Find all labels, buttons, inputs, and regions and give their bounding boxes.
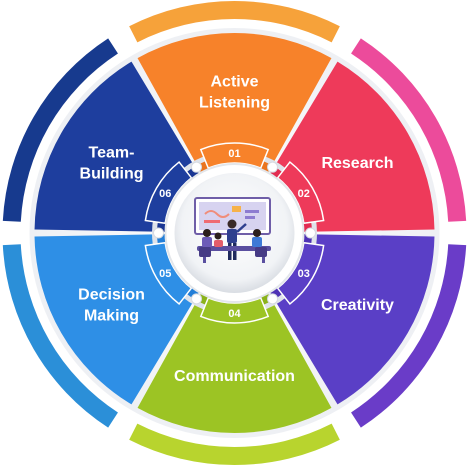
segment-label-line: Making <box>84 308 139 325</box>
segment-number-01: 01 <box>228 148 240 160</box>
center-hub <box>164 163 305 303</box>
segment-01 <box>137 33 332 176</box>
segment-label-06: Team- Building <box>80 145 144 183</box>
segment-04 <box>137 290 332 433</box>
segment-label-02: Research <box>321 155 393 172</box>
meeting-illustration-icon <box>194 197 271 263</box>
outer-ring-arc-03 <box>351 244 467 428</box>
outer-ring-arc-05 <box>2 244 118 428</box>
segment-number-05: 05 <box>159 268 171 280</box>
segment-label-line: Active <box>210 74 258 91</box>
outer-ring-arc-06 <box>2 38 118 222</box>
ring-notch-dot <box>191 293 202 305</box>
outer-ring-arc-01 <box>129 0 340 43</box>
ring-notch-dot <box>153 227 164 239</box>
segment-label-line: Communication <box>174 368 295 385</box>
segment-label-04: Communication <box>174 368 295 385</box>
segment-label-line: Building <box>80 166 144 183</box>
segment-label-line: Decision <box>78 287 145 304</box>
segment-number-02: 02 <box>298 188 310 200</box>
ring-notch-dot <box>191 161 202 173</box>
segment-label-line: Research <box>321 155 393 172</box>
segment-label-line: Creativity <box>321 297 394 314</box>
segment-number-04: 04 <box>228 308 241 320</box>
segment-label-line: Team- <box>89 145 135 162</box>
segment-label-03: Creativity <box>321 297 394 314</box>
outer-ring-arc-04 <box>129 423 340 465</box>
segment-label-line: Listening <box>199 95 270 112</box>
segment-number-06: 06 <box>159 188 171 200</box>
outer-ring-arc-02 <box>351 38 467 222</box>
ring-notch-dot <box>305 227 316 239</box>
ring-notch-dot <box>267 161 278 173</box>
segment-number-03: 03 <box>298 268 310 280</box>
number-ring: 01 02 03 04 05 06 <box>144 142 325 324</box>
ring-notch-dot <box>267 293 278 305</box>
